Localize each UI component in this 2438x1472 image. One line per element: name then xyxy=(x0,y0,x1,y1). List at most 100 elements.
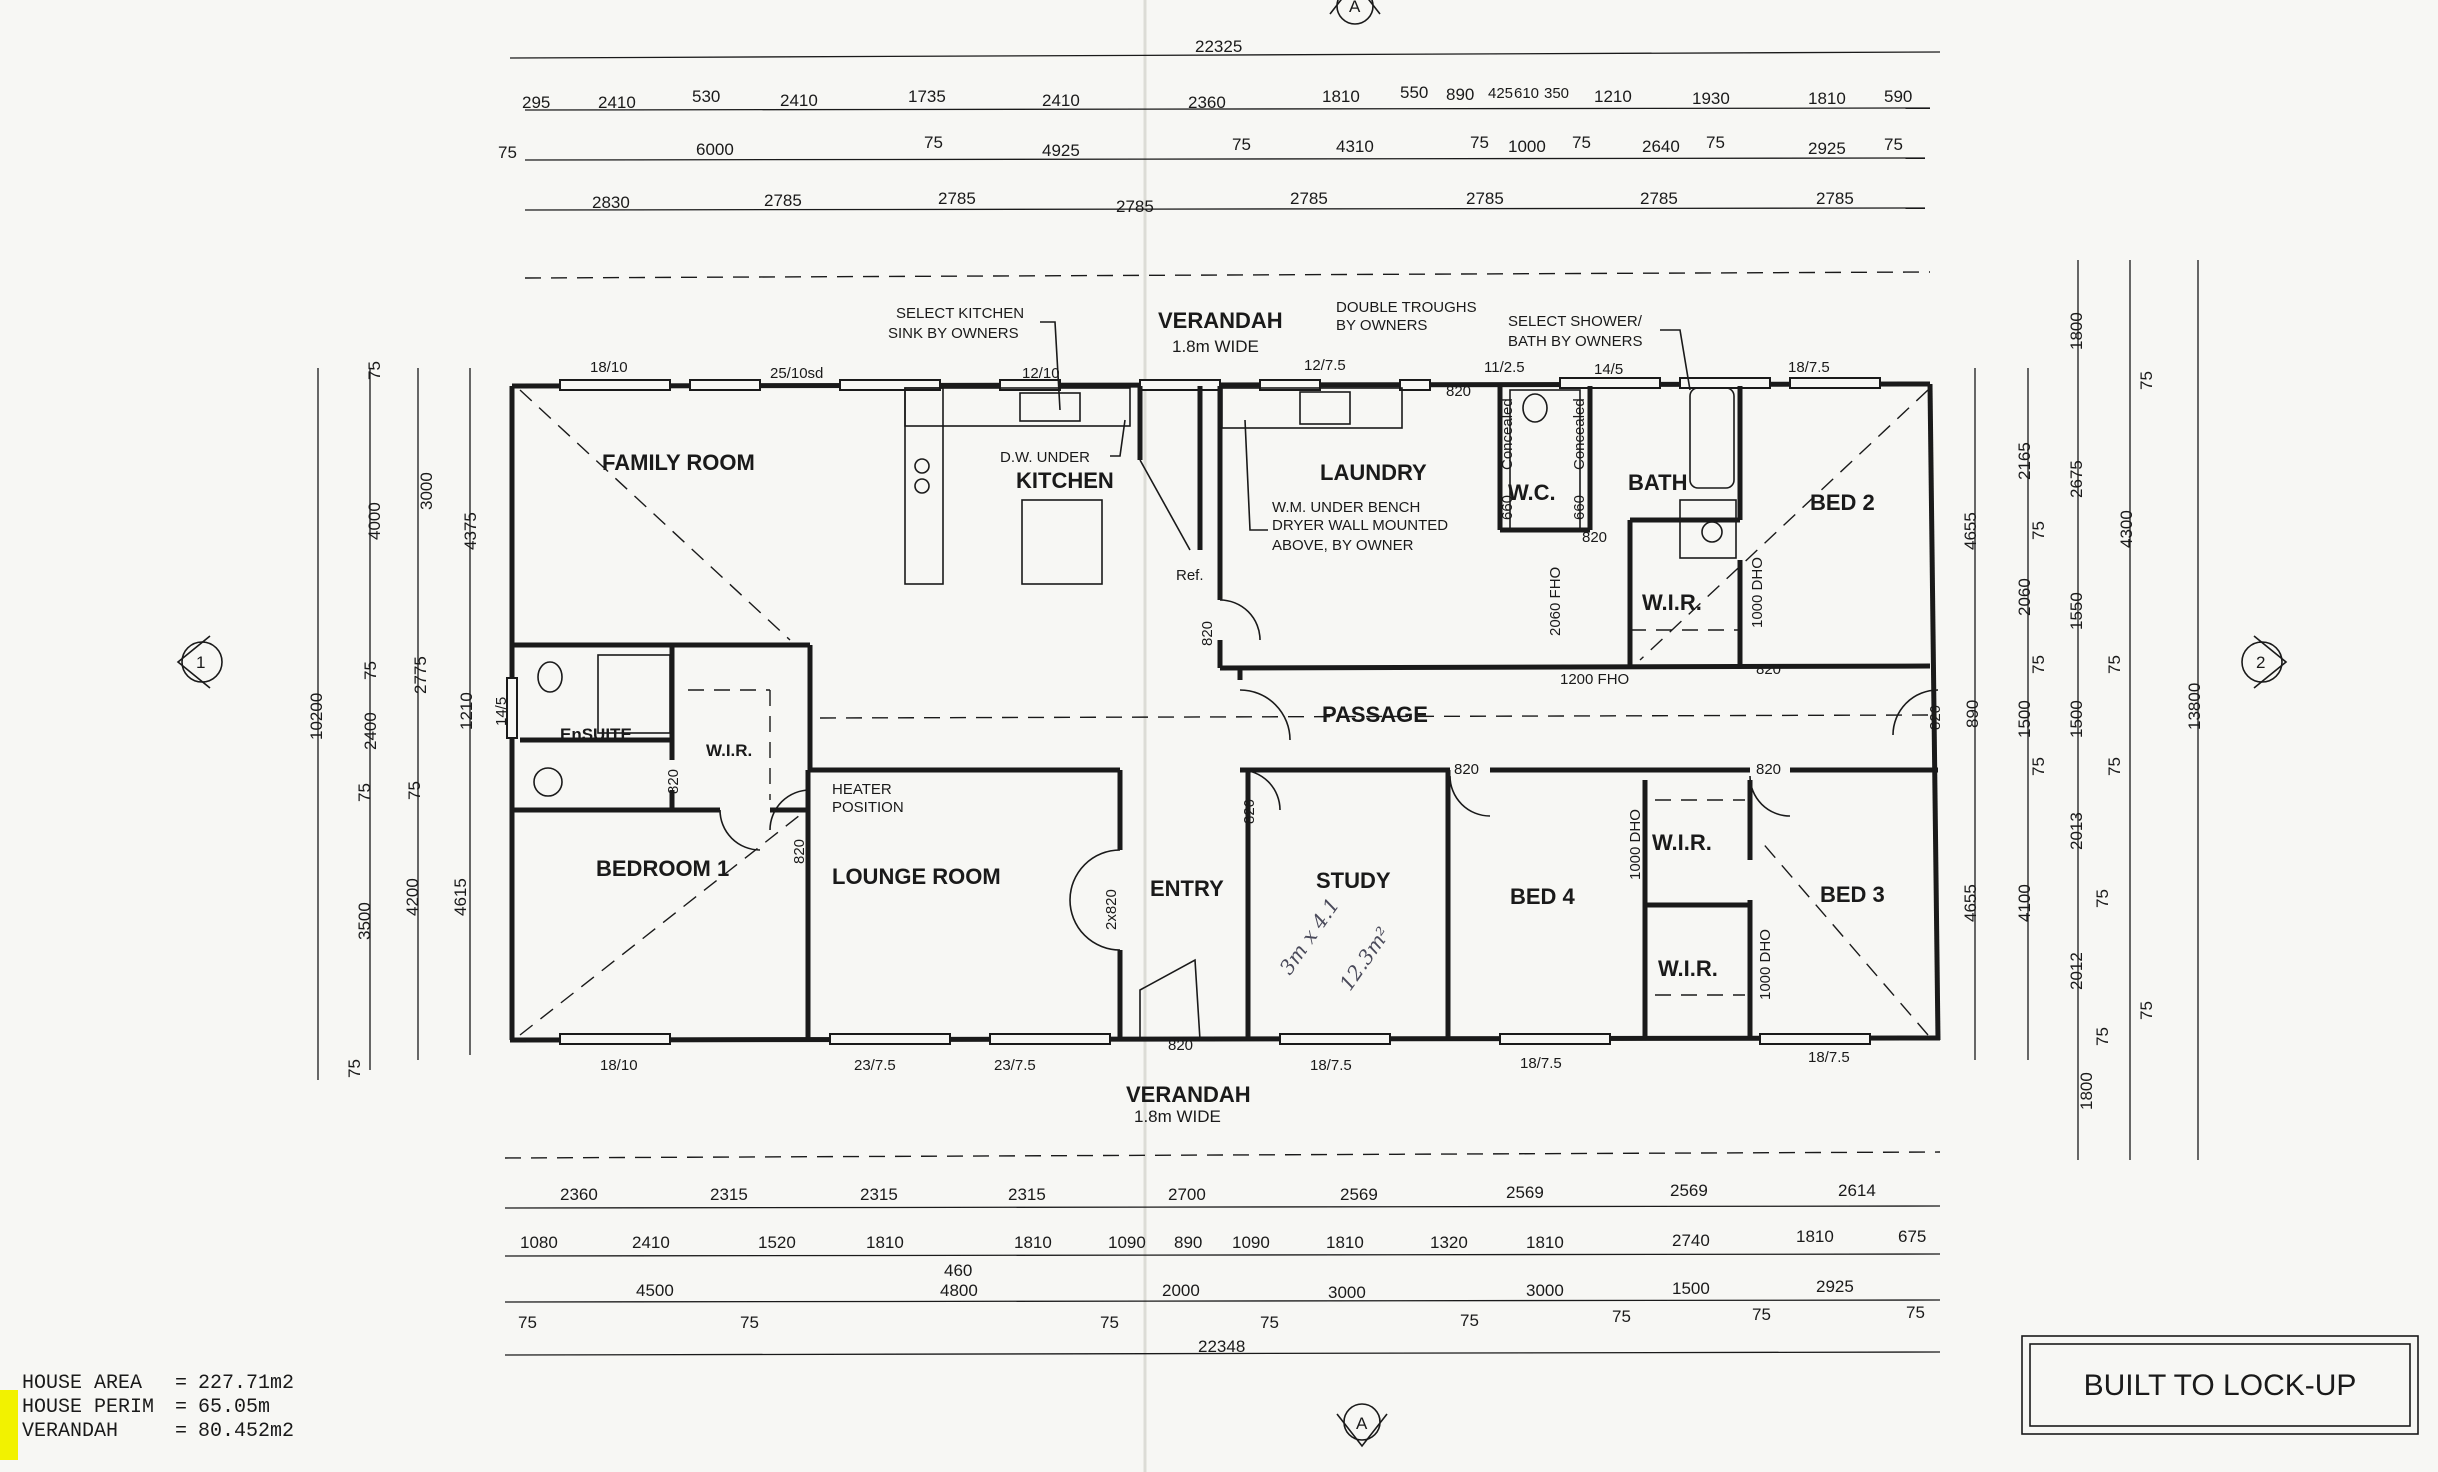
window-code: 18/7.5 xyxy=(1808,1049,1850,1066)
dim: 2315 xyxy=(860,1185,898,1204)
dim: 75 xyxy=(355,783,374,802)
dim: 610 xyxy=(1514,85,1539,102)
dim: 1500 xyxy=(2015,700,2034,738)
window-code: 11/2.5 xyxy=(1484,359,1525,376)
dim: 75 xyxy=(1752,1305,1771,1324)
fixtures xyxy=(519,387,1931,1036)
dim: 1810 xyxy=(866,1233,904,1252)
section-label: 2 xyxy=(2256,653,2265,672)
handwritten-note: 3m x 4.1 xyxy=(1274,893,1344,978)
dim: 1080 xyxy=(520,1233,558,1252)
door-width: 820 xyxy=(1927,705,1944,730)
note: W.M. UNDER BENCH xyxy=(1272,499,1420,516)
dim: 2410 xyxy=(780,91,818,110)
bed3-label: BED 3 xyxy=(1820,882,1885,907)
dim: 2640 xyxy=(1642,137,1680,156)
note: SELECT KITCHEN xyxy=(896,305,1024,322)
dim: 10200 xyxy=(307,693,326,740)
dim: 4310 xyxy=(1336,137,1374,156)
dim: 2569 xyxy=(1670,1181,1708,1200)
cooktop-icon xyxy=(914,458,930,474)
dim: 4925 xyxy=(1042,141,1080,160)
wc-fixture xyxy=(1509,389,1581,531)
dim: 2614 xyxy=(1838,1181,1876,1200)
dim: 3000 xyxy=(1526,1281,1564,1300)
entry-label: ENTRY xyxy=(1150,876,1224,901)
note: POSITION xyxy=(832,799,904,816)
window-code: 23/7.5 xyxy=(994,1057,1036,1074)
door-widths: 820 820 820 820 820 820 820 820 820 820 … xyxy=(665,383,1944,1054)
dim: 890 xyxy=(1174,1233,1202,1252)
annotations: SELECT KITCHEN SINK BY OWNERS D.W. UNDER… xyxy=(832,299,1774,1000)
dim: 460 xyxy=(944,1261,972,1280)
dim: 4100 xyxy=(2015,884,2034,922)
section-marker-top: A xyxy=(1329,0,1381,25)
wir-bed3-label: W.I.R. xyxy=(1658,956,1718,981)
dim: 2700 xyxy=(1168,1185,1206,1204)
dim: 75 xyxy=(1470,133,1489,152)
dim: 1520 xyxy=(758,1233,796,1252)
window-code: 14/5 xyxy=(493,697,510,726)
dim: 75 xyxy=(2137,1001,2156,1020)
dim: 75 xyxy=(518,1313,537,1332)
bottom-dimensions: 2360 2315 2315 2315 2700 2569 2569 2569 … xyxy=(504,1181,1941,1356)
note: DOUBLE TROUGHS xyxy=(1336,299,1477,316)
kitchen-bench xyxy=(904,387,1131,427)
dim: 75 xyxy=(740,1313,759,1332)
dim: 2785 xyxy=(1290,189,1328,208)
kitchen-sink xyxy=(1019,392,1081,422)
dim: 75 xyxy=(2029,757,2048,776)
dim: 2060 xyxy=(2015,578,2034,616)
dim: 2012 xyxy=(2067,952,2086,990)
dim: 1320 xyxy=(1430,1233,1468,1252)
dim: 4300 xyxy=(2117,510,2136,548)
note: Concealed xyxy=(1571,398,1588,470)
dim: 2410 xyxy=(598,93,636,112)
dim: 75 xyxy=(1906,1303,1925,1322)
door-width: 820 xyxy=(665,769,682,794)
bedroom1-label: BEDROOM 1 xyxy=(596,856,729,881)
family-room-label: FAMILY ROOM xyxy=(602,450,755,475)
note: 660 xyxy=(1571,495,1588,520)
dim: 4800 xyxy=(940,1281,978,1300)
dim: 75 xyxy=(1260,1313,1279,1332)
section-marker-bottom: A xyxy=(1336,1403,1388,1448)
area-label: HOUSE AREA xyxy=(22,1372,142,1395)
ensuite-basin-icon xyxy=(533,767,563,797)
note: SINK BY OWNERS xyxy=(888,325,1019,342)
dim: 75 xyxy=(1706,133,1725,152)
wc-label: W.C. xyxy=(1508,480,1556,505)
window-code: 25/10sd xyxy=(770,365,823,382)
dim: 3500 xyxy=(355,902,374,940)
dim: 295 xyxy=(522,93,550,112)
dim: 2315 xyxy=(710,1185,748,1204)
dim: 2315 xyxy=(1008,1185,1046,1204)
dim: 2830 xyxy=(592,193,630,212)
area-value: 80.452m2 xyxy=(198,1420,294,1443)
dim: 75 xyxy=(345,1059,364,1078)
note: 2060 FHO xyxy=(1547,567,1564,636)
bed4-label: BED 4 xyxy=(1510,884,1576,909)
verandah-bottom-label: VERANDAH xyxy=(1126,1082,1251,1107)
built-to-lockup-stamp: BUILT TO LOCK-UP xyxy=(2021,1335,2419,1435)
dim: 590 xyxy=(1884,87,1912,106)
note: BATH BY OWNERS xyxy=(1508,333,1642,350)
note: D.W. UNDER xyxy=(1000,449,1090,466)
verandah-top-label: VERANDAH xyxy=(1158,308,1283,333)
laundry-label: LAUNDRY xyxy=(1320,460,1427,485)
dim: 75 xyxy=(1884,135,1903,154)
door-width: 820 xyxy=(1756,761,1781,778)
note: 1000 DHO xyxy=(1749,557,1766,628)
wir-bed2-label: W.I.R. xyxy=(1642,590,1702,615)
ensuite-label: EnSUITE xyxy=(560,725,632,744)
kitchen-label: KITCHEN xyxy=(1016,468,1114,493)
area-label: VERANDAH xyxy=(22,1420,118,1443)
dim: 2569 xyxy=(1506,1183,1544,1202)
note: 660 xyxy=(1499,495,1516,520)
shower-tray xyxy=(597,654,671,734)
dim: 2410 xyxy=(632,1233,670,1252)
dim: 1090 xyxy=(1108,1233,1146,1252)
wir-bed1-label: W.I.R. xyxy=(706,741,752,760)
dim: 1090 xyxy=(1232,1233,1270,1252)
